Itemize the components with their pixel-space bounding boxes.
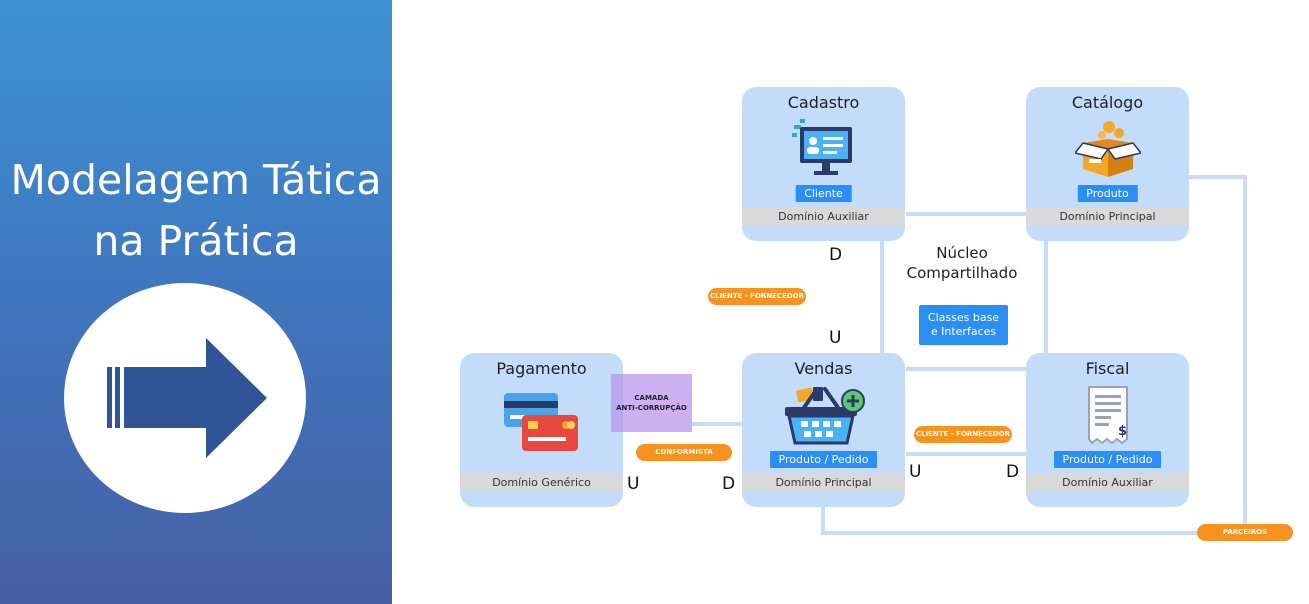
entity-badge: Cliente — [795, 185, 852, 202]
title-panel: Modelagem Tática na Prática — [0, 0, 392, 604]
shared-kernel-title: Núcleo Compartilhado — [897, 243, 1027, 283]
connector-shared-right — [1044, 240, 1048, 353]
upstream-marker-vendas-right: U — [909, 462, 922, 482]
context-map-diagram: Cadastro Cliente Domínio Auxiliar Catálo… — [392, 0, 1309, 604]
context-title: Fiscal — [1085, 359, 1130, 378]
context-title: Cadastro — [787, 93, 860, 112]
product-box-icon — [1074, 121, 1141, 177]
connector-shared-top — [906, 212, 1028, 216]
context-title: Catálogo — [1071, 93, 1144, 112]
connector-parceiros-left — [821, 506, 825, 535]
entity-badge: Produto / Pedido — [769, 451, 878, 468]
downstream-marker-vendas-left: D — [722, 474, 736, 494]
connector-vendas-fiscal — [906, 452, 1028, 456]
shared-kernel-title-line-2: Compartilhado — [906, 264, 1018, 282]
domain-type-label: Domínio Auxiliar — [742, 208, 905, 226]
relationship-pill-vendas-fiscal: CLIENTE - FORNECEDOR — [914, 426, 1012, 443]
domain-type-label: Domínio Genérico — [460, 474, 623, 492]
downstream-marker-cadastro: D — [829, 245, 843, 265]
connector-shared-bottom — [906, 367, 1028, 371]
shared-kernel-title-line-1: Núcleo — [936, 244, 988, 262]
context-catalogo: Catálogo Produto Domínio Principal — [1026, 87, 1189, 241]
domain-type-label: Domínio Auxiliar — [1026, 474, 1189, 492]
connector-parceiros-right — [1243, 175, 1247, 535]
connector-pagamento-vendas — [692, 422, 742, 426]
shared-kernel-box: Classes base e Interfaces — [919, 305, 1008, 345]
domain-type-label: Domínio Principal — [1026, 208, 1189, 226]
connector-shared-left — [880, 240, 884, 353]
shared-kernel-box-line-2: e Interfaces — [930, 325, 997, 338]
context-title: Vendas — [794, 359, 853, 378]
relationship-pill-cadastro-vendas: CLIENTE - FORNECEDOR — [708, 288, 806, 305]
anti-corruption-layer: CAMADA ANTI-CORRUPÇÃO — [611, 374, 692, 432]
entity-badge: Produto / Pedido — [1053, 451, 1162, 468]
context-fiscal: Fiscal $ Produto / Pedido Domínio Auxili… — [1026, 353, 1189, 507]
downstream-marker-fiscal: D — [1006, 462, 1020, 482]
arrow-circle — [64, 283, 306, 513]
anti-corruption-line-2: ANTI-CORRUPÇÃO — [616, 404, 687, 412]
shopping-basket-icon — [784, 387, 865, 445]
receipt-icon: $ — [1087, 386, 1128, 445]
slide-title-line-1: Modelagem Tática — [10, 156, 382, 204]
relationship-pill-parceiros: PARCEIROS — [1197, 524, 1293, 541]
connector-parceiros-bottom — [821, 531, 1247, 535]
computer-monitor-icon — [791, 119, 852, 175]
credit-card-icon — [503, 393, 578, 451]
svg-text:$: $ — [1118, 424, 1127, 439]
slide-title: Modelagem Tática na Prática — [0, 150, 392, 272]
connector-parceiros-top — [1189, 175, 1247, 179]
relationship-pill-pagamento-vendas: CONFORMISTA — [636, 444, 732, 461]
entity-badge: Produto — [1077, 185, 1138, 202]
context-title: Pagamento — [496, 359, 587, 378]
context-vendas: Vendas Produto / Pedido Domínio Principa… — [742, 353, 905, 507]
context-cadastro: Cadastro Cliente Domínio Auxiliar — [742, 87, 905, 241]
arrow-right-icon — [107, 338, 267, 458]
upstream-marker-vendas-top: U — [829, 328, 842, 348]
upstream-marker-pagamento: U — [627, 474, 640, 494]
context-pagamento: Pagamento Domínio Genérico — [460, 353, 623, 507]
shared-kernel-box-line-1: Classes base — [927, 311, 1000, 324]
domain-type-label: Domínio Principal — [742, 474, 905, 492]
slide-title-line-2: na Prática — [93, 217, 299, 265]
anti-corruption-line-1: CAMADA — [634, 394, 669, 402]
